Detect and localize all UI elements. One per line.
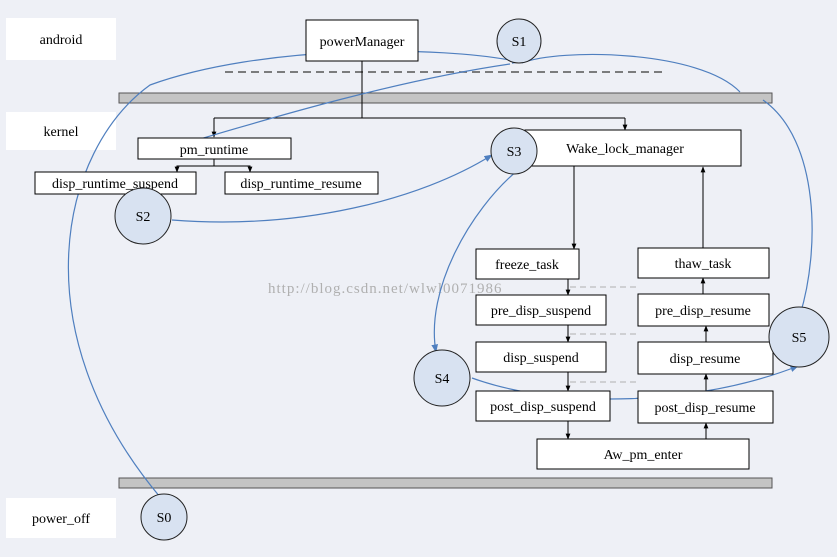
layer-power-off-label: power_off xyxy=(6,498,116,538)
box-pm-runtime: pm_runtime xyxy=(137,137,292,160)
state-s1: S1 xyxy=(496,18,542,64)
layer-power-off-text: power_off xyxy=(32,512,90,527)
state-s2-label: S2 xyxy=(136,210,151,225)
freeze-task-label: freeze_task xyxy=(495,258,559,273)
box-pre-disp-resume: pre_disp_resume xyxy=(637,293,770,327)
disp-suspend-label: disp_suspend xyxy=(503,351,578,366)
curve-s4-to-s5 xyxy=(471,365,799,400)
curve-s3-to-s4 xyxy=(431,169,519,353)
wake-lock-manager-label: Wake_lock_manager xyxy=(566,142,684,157)
disp-resume-label: disp_resume xyxy=(670,352,741,367)
state-s4-label: S4 xyxy=(435,372,450,387)
box-wake-lock-manager: Wake_lock_manager xyxy=(524,129,742,167)
layer-android-label: android xyxy=(6,18,116,60)
thaw-task-label: thaw_task xyxy=(675,257,732,272)
box-disp-suspend: disp_suspend xyxy=(475,341,607,373)
layer-kernel-text: kernel xyxy=(44,125,79,140)
pre-disp-resume-label: pre_disp_resume xyxy=(655,304,751,319)
disp-runtime-resume-label: disp_runtime_resume xyxy=(240,177,361,192)
box-power-manager: powerManager xyxy=(305,19,419,62)
post-disp-resume-label: post_disp_resume xyxy=(654,401,755,416)
state-s3: S3 xyxy=(490,127,538,175)
box-disp-runtime-resume: disp_runtime_resume xyxy=(224,171,379,195)
box-aw-pm-enter: Aw_pm_enter xyxy=(536,438,750,470)
layer-kernel-label: kernel xyxy=(6,112,116,150)
box-disp-runtime-suspend: disp_runtime_suspend xyxy=(34,171,197,195)
connectors xyxy=(174,61,709,440)
aw-pm-enter-label: Aw_pm_enter xyxy=(604,448,683,463)
power-manager-label: powerManager xyxy=(320,35,405,50)
curve-s1-to-pm-runtime xyxy=(179,63,511,147)
connector-to-runtime-resume xyxy=(214,165,253,173)
box-post-disp-resume: post_disp_resume xyxy=(637,390,774,424)
layer-android-text: android xyxy=(40,33,83,48)
state-s1-label: S1 xyxy=(512,35,527,50)
watermark-text: http://blog.csdn.net/wlwl0071986 xyxy=(268,281,503,297)
connector-to-runtime-suspend xyxy=(174,159,215,173)
box-thaw-task: thaw_task xyxy=(637,247,770,279)
state-s5-label: S5 xyxy=(792,331,807,346)
state-s2: S2 xyxy=(114,187,172,245)
pm-runtime-label: pm_runtime xyxy=(180,143,248,158)
curve-s2-to-s3 xyxy=(171,154,493,223)
pre-disp-suspend-label: pre_disp_suspend xyxy=(491,304,591,319)
box-disp-resume: disp_resume xyxy=(637,341,774,375)
cross-dashes xyxy=(570,333,636,383)
box-freeze-task: freeze_task xyxy=(475,248,580,280)
android-kernel-boundary-bar xyxy=(118,92,773,104)
state-s5: S5 xyxy=(768,306,830,368)
state-s0-label: S0 xyxy=(157,511,172,526)
kernel-poweroff-boundary-bar xyxy=(118,477,773,489)
curve-s1-out xyxy=(521,53,741,93)
state-s0: S0 xyxy=(140,493,188,541)
state-s4: S4 xyxy=(413,349,471,407)
curve-s5-up xyxy=(762,99,813,316)
box-post-disp-suspend: post_disp_suspend xyxy=(475,390,611,422)
post-disp-suspend-label: post_disp_suspend xyxy=(490,400,596,415)
disp-runtime-suspend-label: disp_runtime_suspend xyxy=(52,177,178,192)
box-pre-disp-suspend: pre_disp_suspend xyxy=(475,294,607,326)
state-s3-label: S3 xyxy=(507,145,522,160)
